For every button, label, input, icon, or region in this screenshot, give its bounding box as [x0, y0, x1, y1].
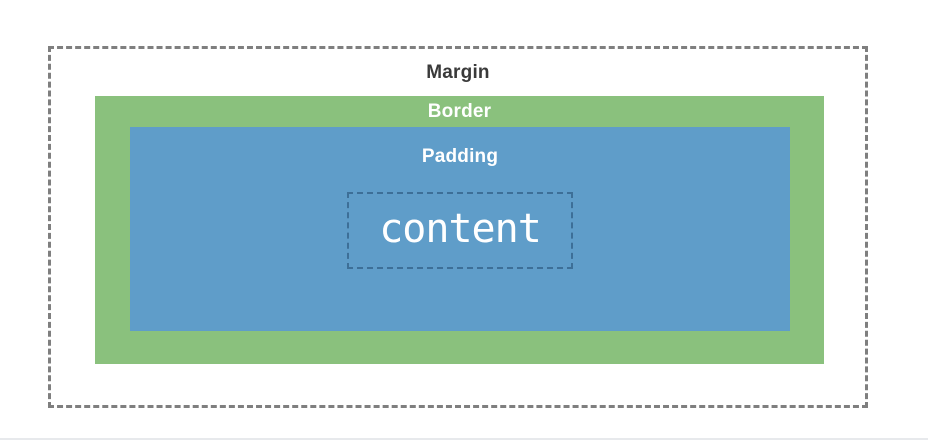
- margin-label: Margin: [426, 62, 490, 83]
- border-box: Border Padding content: [95, 96, 824, 364]
- content-box: content: [347, 192, 573, 269]
- padding-box: Padding content: [130, 127, 790, 331]
- page-edge-divider: [0, 438, 928, 440]
- border-label: Border: [427, 101, 492, 122]
- padding-label: Padding: [421, 146, 499, 167]
- content-label: content: [379, 205, 542, 252]
- margin-box: Margin Border Padding content: [48, 46, 868, 408]
